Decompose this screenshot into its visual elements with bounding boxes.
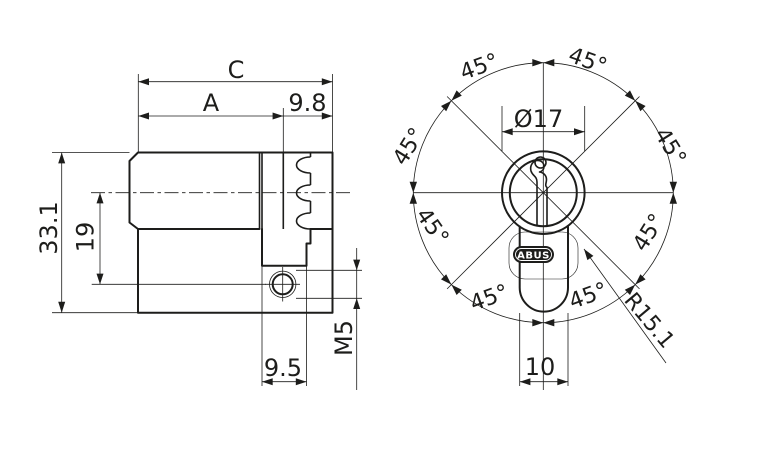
dim-label-m5: M5	[330, 320, 358, 356]
angle-label-right-upper: 45°	[649, 124, 691, 170]
key-bow-phantom	[508, 231, 579, 280]
dim-label-a: A	[203, 89, 220, 117]
dim-label-diameter: Ø17	[514, 105, 563, 133]
angle-labels: 45° 45° 45° 45° 45° 45° 45° 45°	[388, 43, 690, 317]
abus-logo-badge: ABUS	[513, 246, 554, 263]
angle-label-left-lower: 45°	[410, 204, 453, 250]
angle-label-left-upper: 45°	[388, 124, 430, 170]
dim-label-radius: R15.1	[619, 288, 679, 353]
m5-hole-crosshair	[265, 267, 300, 302]
dim-label-width: 10	[525, 353, 556, 381]
dim-c: C	[137, 56, 333, 153]
dim-label-9-5: 9.5	[264, 354, 302, 382]
radius-arrow	[584, 249, 594, 261]
arc-division-arrows	[409, 59, 677, 327]
dim-9-5: 9.5	[261, 266, 307, 386]
cam-notch	[261, 228, 312, 267]
angle-label-bottom-left: 45°	[467, 280, 512, 317]
dim-33-1: 33.1	[35, 152, 138, 314]
abus-logo-text: ABUS	[517, 251, 550, 262]
angle-label-top-left: 45°	[457, 49, 502, 86]
dim-width-10: 10	[519, 313, 569, 386]
dim-label-19: 19	[72, 222, 100, 253]
plug-outer-circle	[501, 150, 586, 235]
profile-body-outline	[518, 225, 569, 313]
diagonal-rays	[446, 96, 640, 290]
keyway-profile	[529, 156, 548, 226]
cylinder-body-outline	[128, 151, 334, 314]
dim-label-9-8: 9.8	[288, 89, 326, 117]
radius-leader-line	[583, 248, 667, 364]
angle-label-top-right: 45°	[565, 43, 610, 80]
spring-clip-waves	[295, 152, 312, 230]
plug-inner-circle	[508, 158, 578, 228]
dim-diameter-17: Ø17	[501, 105, 586, 151]
dim-19: 19	[72, 192, 104, 285]
dim-label-33-1: 33.1	[35, 201, 63, 254]
front-view: ABUS Ø17 10 R15	[388, 43, 691, 390]
angle-label-right-lower: 45°	[628, 210, 670, 256]
dim-m5: M5	[296, 248, 362, 390]
dim-a-and-rear: A 9.8	[138, 89, 333, 120]
angle-label-bottom-right: 45°	[566, 278, 611, 315]
dim-label-c: C	[228, 56, 245, 84]
side-view: C A 9.8 33.1 19	[35, 56, 362, 390]
